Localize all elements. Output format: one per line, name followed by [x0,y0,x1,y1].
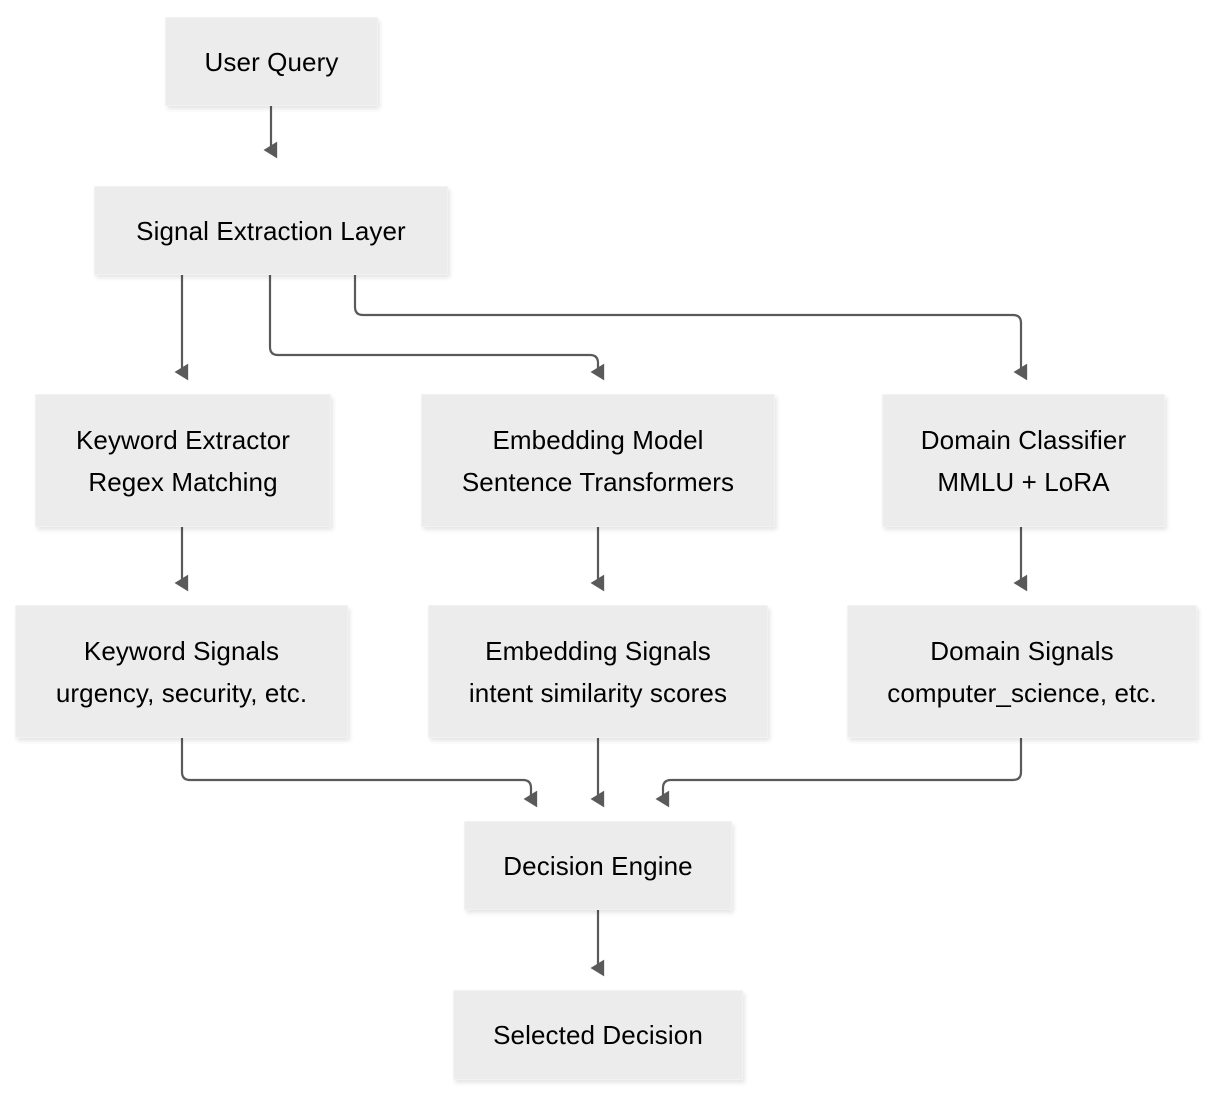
node-decision-engine-label-line1: Decision Engine [503,850,693,881]
node-keyword-signals-label-line1: Keyword Signals [83,635,280,666]
node-domain-classifier-label-line2: MMLU + LoRA [937,466,1110,497]
node-embedding-signals-label-line2: intent similarity scores [468,677,728,708]
node-embedding-model-label-line2: Sentence Transformers [461,466,735,497]
node-domain-classifier[interactable]: Domain Classifier MMLU + LoRA [882,394,1165,527]
node-domain-signals[interactable]: Domain Signals computer_science, etc. [847,605,1197,738]
edge-signal-extraction-layer-to-embedding-model [268,275,605,381]
node-keyword-extractor-label-line1: Keyword Extractor [75,424,291,455]
node-keyword-extractor[interactable]: Keyword Extractor Regex Matching [35,394,331,527]
node-domain-classifier-label-line1: Domain Classifier [920,424,1127,455]
node-user-query[interactable]: User Query [165,17,378,106]
node-embedding-signals-label-line1: Embedding Signals [485,635,711,666]
node-embedding-signals[interactable]: Embedding Signals intent similarity scor… [428,605,768,738]
node-selected-decision-label-line1: Selected Decision [493,1020,703,1050]
node-keyword-signals[interactable]: Keyword Signals urgency, security, etc. [15,605,348,738]
edge-signal-extraction-layer-to-domain-classifier [353,275,1028,381]
node-signal-extraction-layer[interactable]: Signal Extraction Layer [94,186,448,275]
node-user-query-label-line1: User Query [204,46,339,77]
edge-keyword-signals-to-decision-engine [180,738,538,808]
node-keyword-signals-label-line2: urgency, security, etc. [55,677,308,708]
node-domain-signals-label-line1: Domain Signals [930,635,1114,666]
node-decision-engine[interactable]: Decision Engine [464,821,732,910]
node-signal-extraction-layer-label-line1: Signal Extraction Layer [136,215,406,246]
node-embedding-model[interactable]: Embedding Model Sentence Transformers [421,394,775,527]
node-selected-decision[interactable]: Selected Decision [453,990,743,1080]
node-domain-signals-label-line2: computer_science, etc. [887,677,1157,708]
node-keyword-extractor-label-line2: Regex Matching [88,466,278,497]
edge-domain-signals-to-decision-engine [655,738,1023,808]
node-embedding-model-label-line1: Embedding Model [492,424,704,455]
